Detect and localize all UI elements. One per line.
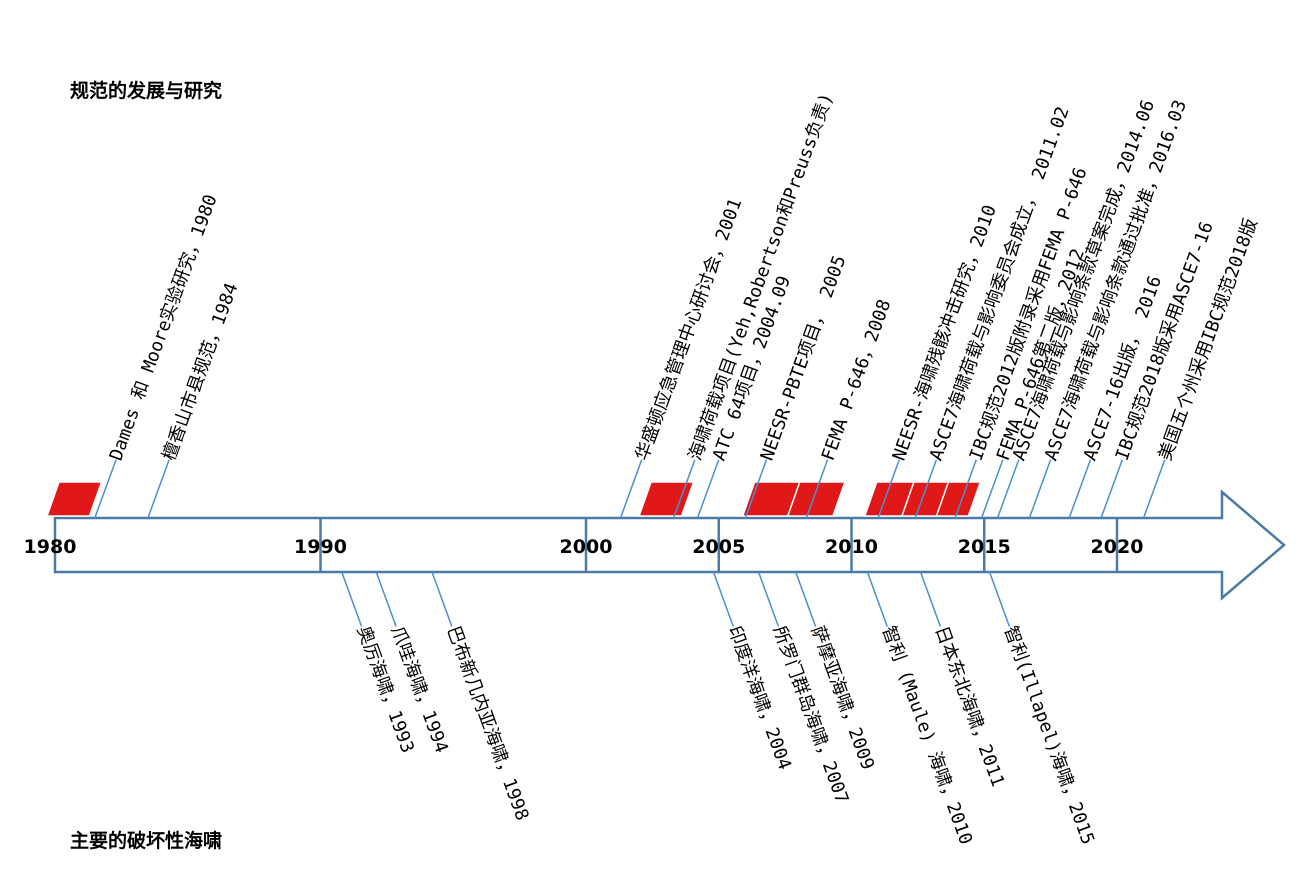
year-label-2015: 2015 [957, 536, 1011, 558]
leader-line [757, 571, 780, 627]
leader-line [94, 459, 117, 519]
period-bar [45, 481, 103, 517]
leader-line [980, 459, 1004, 519]
leader-line [919, 571, 942, 627]
leader-line [877, 459, 900, 519]
leader-line [954, 459, 977, 519]
section-title-tsunamis: 主要的破坏性海啸 [70, 830, 223, 852]
leader-line [996, 459, 1020, 519]
leader-line [1142, 459, 1166, 519]
leader-line [805, 459, 829, 519]
leader-line [696, 459, 720, 519]
period-bar [935, 481, 982, 517]
leader-line [619, 459, 643, 519]
section-title-standards: 规范的发展与研究 [70, 80, 223, 102]
leader-line [375, 571, 397, 627]
leader-line [795, 571, 817, 627]
leader-line [914, 459, 938, 519]
leader-line [341, 571, 363, 627]
year-label-1980: 1980 [23, 536, 77, 558]
leader-line [1100, 459, 1123, 519]
timeline-arrow [53, 489, 1286, 601]
leader-line [672, 459, 696, 519]
period-bar [638, 481, 695, 517]
leader-line [147, 459, 170, 519]
leader-line [1068, 459, 1092, 519]
leader-line [866, 571, 888, 627]
year-label-1990: 1990 [294, 536, 347, 558]
leader-line [988, 571, 1011, 627]
leader-line [431, 571, 453, 627]
leader-line [1028, 459, 1052, 519]
year-label-2005: 2005 [692, 536, 746, 558]
year-label-2000: 2000 [559, 536, 613, 558]
leader-line [744, 459, 768, 519]
year-label-2020: 2020 [1090, 536, 1144, 558]
leader-line [712, 571, 734, 627]
period-bar [786, 481, 846, 517]
year-label-2010: 2010 [825, 536, 878, 558]
